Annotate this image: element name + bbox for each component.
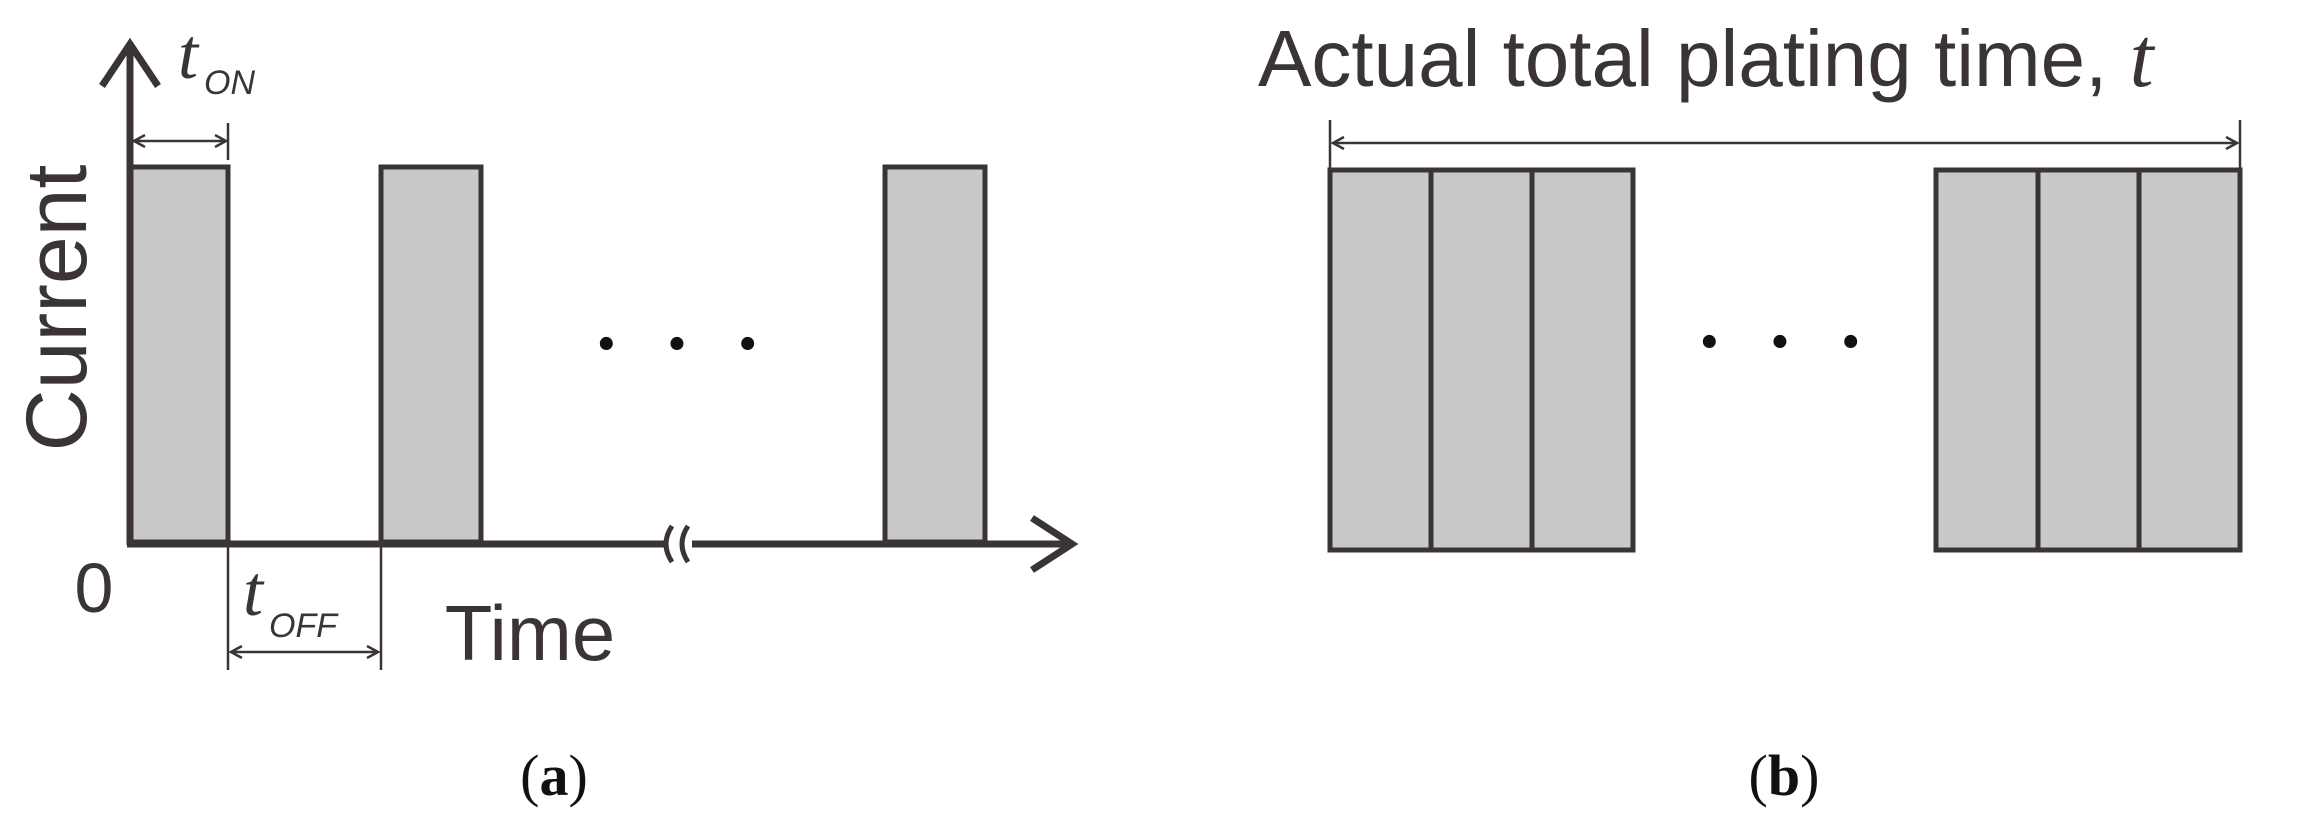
pulse-block-left [1327,167,1636,553]
panel-b: Actual total plating time, t · · · (b) [1258,9,2243,808]
x-axis-arrowhead [1030,515,1079,573]
t-off-symbol: t [243,551,265,631]
panel-b-caption-letter: b [1768,743,1800,808]
panel-b-title-symbol: t [2130,9,2156,105]
pulse-block-right [1933,167,2243,553]
panel-a-caption-close: ) [569,743,588,808]
panel-a-caption-letter: a [540,743,569,808]
panel-a-caption-open: ( [520,743,539,808]
panel-b-caption: (b) [1749,743,1820,808]
y-axis-label: Current [9,165,105,452]
pulse-2 [378,164,484,545]
pulse-3 [882,164,988,545]
y-axis-arrowhead [99,37,161,88]
x-axis-label: Time [445,589,615,677]
axis-break-icon [663,524,691,564]
panel-b-caption-open: ( [1749,743,1768,808]
panel-b-title-text: Actual total plating time, [1258,14,2130,103]
origin-label: 0 [75,549,114,627]
panel-a-ellipsis: · · · [593,300,773,388]
panel-a-caption: (a) [520,743,588,808]
panel-b-title: Actual total plating time, t [1258,9,2156,105]
pulse-1 [127,164,231,545]
t-off-subscript: OFF [269,607,339,645]
panel-b-caption-close: ) [1800,743,1819,808]
t-on-subscript: ON [204,64,255,102]
t-on-symbol: t [178,14,200,94]
panel-b-ellipsis: · · · [1696,298,1876,386]
